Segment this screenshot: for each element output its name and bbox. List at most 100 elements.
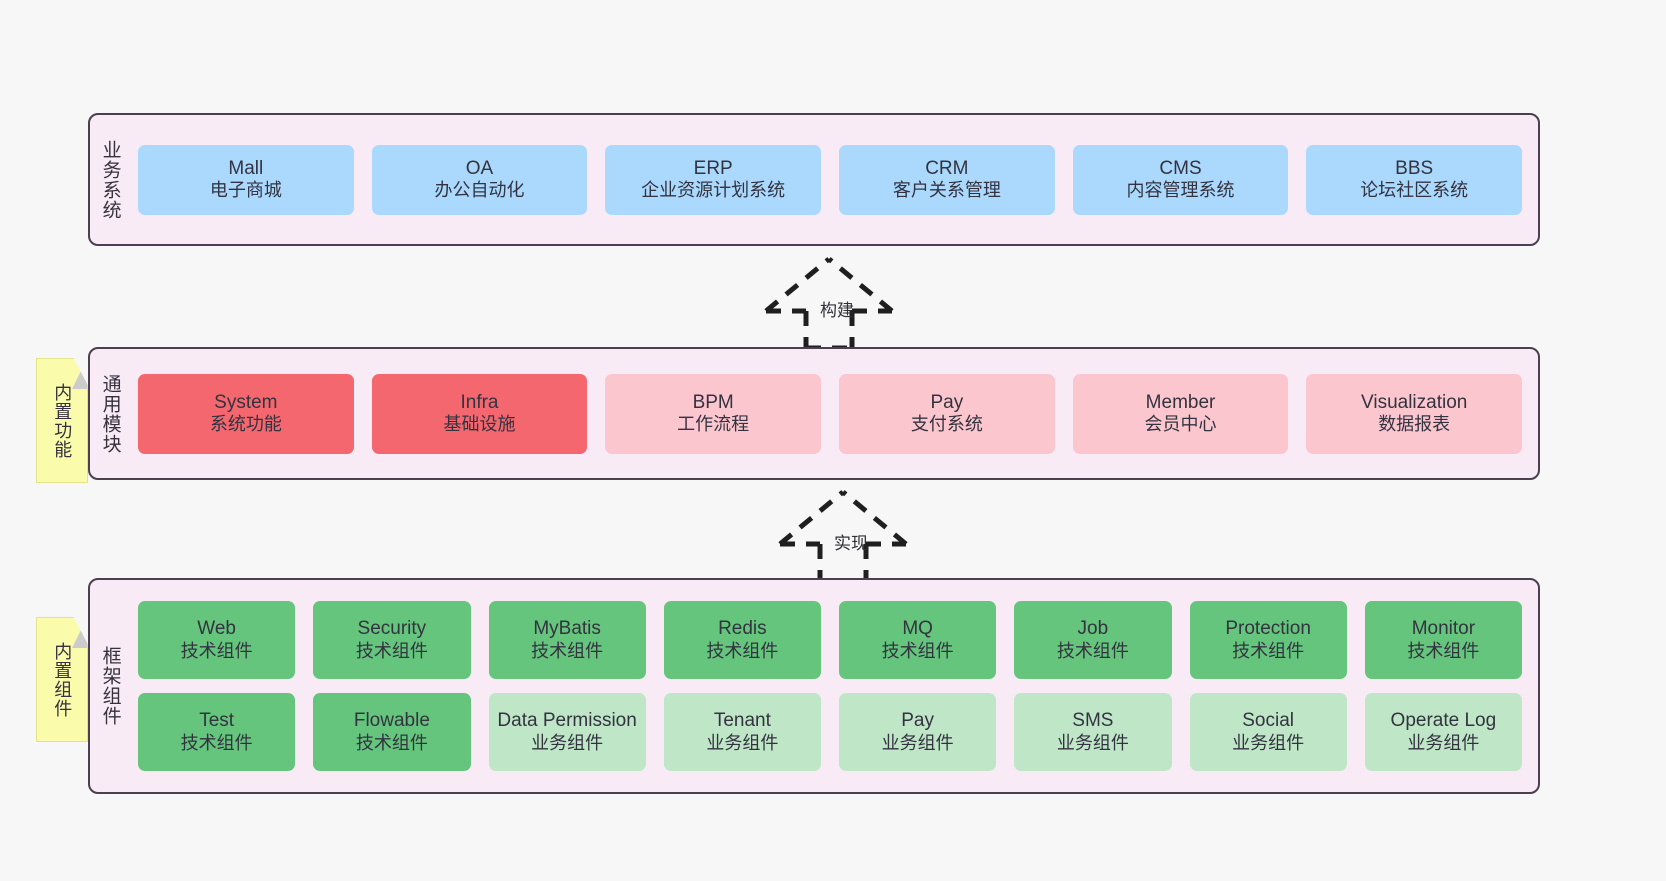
- card-title: Job: [1077, 618, 1109, 640]
- card-subtitle: 论坛社区系统: [1360, 180, 1469, 201]
- card-subtitle: 办公自动化: [434, 180, 525, 201]
- card-bbs[interactable]: BBS 论坛社区系统: [1306, 144, 1523, 215]
- card-pay[interactable]: Pay 支付系统: [839, 373, 1055, 454]
- card-title: Infra: [460, 391, 499, 413]
- card-tenant[interactable]: Tenant 业务组件: [663, 693, 821, 771]
- card-web[interactable]: Web 技术组件: [138, 601, 296, 679]
- layer-business-systems: 业务系统 Mall 电子商城 OA 办公自动化 ERP 企业资源计划系统 CRM…: [88, 113, 1540, 246]
- card-job[interactable]: Job 技术组件: [1014, 601, 1172, 679]
- connector-build: 构建: [762, 255, 942, 351]
- card-subtitle: 技术组件: [180, 732, 253, 753]
- card-title: Member: [1145, 391, 1216, 413]
- card-mybatis[interactable]: MyBatis 技术组件: [488, 601, 646, 679]
- card-operate-log[interactable]: Operate Log 业务组件: [1364, 693, 1522, 771]
- card-subtitle: 客户关系管理: [892, 180, 1001, 201]
- card-title: Pay: [901, 710, 934, 732]
- card-title: Social: [1242, 710, 1294, 732]
- layer-framework-components: 框架组件 Web 技术组件 Security 技术组件 MyBatis 技术组件…: [88, 578, 1540, 794]
- card-subtitle: 数据报表: [1378, 414, 1451, 435]
- note-builtin-components: 内置组件: [36, 617, 88, 742]
- note-label: 内置组件: [52, 641, 73, 718]
- card-subtitle: 业务组件: [1407, 732, 1480, 753]
- card-subtitle: 基础设施: [443, 414, 516, 435]
- card-title: Web: [197, 618, 236, 640]
- folded-corner-icon: [72, 359, 87, 389]
- card-subtitle: 系统功能: [209, 414, 282, 435]
- card-row: Mall 电子商城 OA 办公自动化 ERP 企业资源计划系统 CRM 客户关系…: [138, 144, 1523, 215]
- card-title: ERP: [693, 157, 733, 179]
- card-social[interactable]: Social 业务组件: [1189, 693, 1347, 771]
- card-title: MyBatis: [533, 618, 601, 640]
- card-title: SMS: [1072, 710, 1114, 732]
- layer-common-modules: 通用模块 System 系统功能 Infra 基础设施 BPM 工作流程 Pay…: [88, 347, 1540, 480]
- card-mq[interactable]: MQ 技术组件: [839, 601, 997, 679]
- card-data-permission[interactable]: Data Permission 业务组件: [488, 693, 646, 771]
- card-title: Pay: [930, 391, 964, 413]
- card-system[interactable]: System 系统功能: [138, 373, 354, 454]
- card-security[interactable]: Security 技术组件: [313, 601, 471, 679]
- card-title: CRM: [925, 157, 969, 179]
- card-subtitle: 企业资源计划系统: [641, 180, 786, 201]
- note-builtin-functions: 内置功能: [36, 358, 88, 483]
- card-crm[interactable]: CRM 客户关系管理: [839, 144, 1055, 215]
- card-erp[interactable]: ERP 企业资源计划系统: [605, 144, 822, 215]
- card-subtitle: 业务组件: [531, 732, 604, 753]
- card-cms[interactable]: CMS 内容管理系统: [1072, 144, 1289, 215]
- card-subtitle: 技术组件: [355, 732, 428, 753]
- card-row: Web 技术组件 Security 技术组件 MyBatis 技术组件 Redi…: [138, 601, 1522, 679]
- card-title: Test: [199, 710, 235, 732]
- card-title: Security: [357, 618, 427, 640]
- card-row: Test 技术组件 Flowable 技术组件 Data Permission …: [138, 693, 1522, 771]
- card-title: Mall: [228, 157, 264, 179]
- layer-body-common-modules: System 系统功能 Infra 基础设施 BPM 工作流程 Pay 支付系统…: [130, 349, 1538, 478]
- card-infra[interactable]: Infra 基础设施: [371, 373, 588, 454]
- card-subtitle: 技术组件: [355, 640, 428, 661]
- card-pay-biz[interactable]: Pay 业务组件: [839, 693, 997, 771]
- card-protection[interactable]: Protection 技术组件: [1189, 601, 1347, 679]
- card-subtitle: 业务组件: [1232, 732, 1305, 753]
- card-redis[interactable]: Redis 技术组件: [663, 601, 821, 679]
- card-visualization[interactable]: Visualization 数据报表: [1306, 373, 1523, 454]
- card-sms[interactable]: SMS 业务组件: [1014, 693, 1172, 771]
- card-subtitle: 技术组件: [180, 640, 253, 661]
- card-subtitle: 技术组件: [706, 640, 779, 661]
- card-title: MQ: [902, 618, 933, 640]
- layer-title-common-modules: 通用模块: [99, 373, 121, 454]
- card-title: Operate Log: [1390, 710, 1497, 732]
- card-row: System 系统功能 Infra 基础设施 BPM 工作流程 Pay 支付系统…: [138, 373, 1523, 454]
- card-mall[interactable]: Mall 电子商城: [138, 144, 354, 215]
- card-title: BBS: [1395, 157, 1434, 179]
- card-subtitle: 技术组件: [1407, 640, 1480, 661]
- card-title: CMS: [1159, 157, 1202, 179]
- folded-corner-icon: [72, 618, 87, 648]
- card-flowable[interactable]: Flowable 技术组件: [313, 693, 471, 771]
- card-title: Flowable: [353, 710, 430, 732]
- note-label: 内置功能: [52, 382, 73, 459]
- card-title: BPM: [692, 391, 734, 413]
- layer-title-framework-components: 框架组件: [99, 646, 121, 726]
- card-subtitle: 工作流程: [677, 414, 750, 435]
- card-subtitle: 技术组件: [1056, 640, 1129, 661]
- card-title: OA: [465, 157, 494, 179]
- card-title: Data Permission: [497, 710, 637, 732]
- card-subtitle: 业务组件: [1056, 732, 1129, 753]
- connector-realize: 实现: [776, 488, 956, 584]
- card-bpm[interactable]: BPM 工作流程: [605, 373, 822, 454]
- card-subtitle: 内容管理系统: [1126, 180, 1235, 201]
- connector-label: 实现: [834, 534, 868, 553]
- card-oa[interactable]: OA 办公自动化: [371, 144, 588, 215]
- card-title: Redis: [718, 618, 767, 640]
- card-title: Tenant: [713, 710, 771, 732]
- card-title: Monitor: [1411, 618, 1476, 640]
- layer-body-business-systems: Mall 电子商城 OA 办公自动化 ERP 企业资源计划系统 CRM 客户关系…: [130, 115, 1538, 244]
- card-title: Visualization: [1361, 391, 1468, 413]
- card-test[interactable]: Test 技术组件: [138, 693, 296, 771]
- layer-body-framework-components: Web 技术组件 Security 技术组件 MyBatis 技术组件 Redi…: [130, 580, 1538, 792]
- card-subtitle: 技术组件: [1232, 640, 1305, 661]
- connector-label: 构建: [820, 301, 854, 320]
- card-monitor[interactable]: Monitor 技术组件: [1364, 601, 1522, 679]
- card-member[interactable]: Member 会员中心: [1072, 373, 1289, 454]
- card-subtitle: 支付系统: [910, 414, 983, 435]
- card-subtitle: 会员中心: [1144, 414, 1217, 435]
